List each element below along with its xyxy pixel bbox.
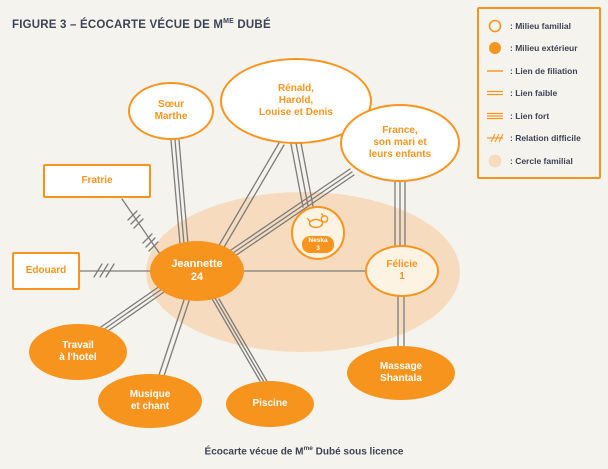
node-label: son mari et <box>373 137 427 148</box>
node-label: Félicie <box>386 259 418 270</box>
node-label: Edouard <box>25 265 67 276</box>
node-label: Fratrie <box>81 175 113 186</box>
node-france-famille: France, son mari et leurs enfants <box>340 104 460 182</box>
weak-link-icon <box>485 88 505 98</box>
legend: : Milieu familial : Milieu extérieur : L… <box>477 7 601 179</box>
node-label: 1 <box>399 271 405 282</box>
node-label: Rénald, <box>277 83 315 94</box>
node-label: Travail <box>62 340 94 351</box>
node-label: Marthe <box>154 111 188 122</box>
node-felicie: Félicie 1 <box>365 245 439 297</box>
figure-title: FIGURE 3 – ÉCOCARTE VÉCUE DE MME DUBÉ <box>12 18 271 31</box>
legend-label: : Cercle familial <box>510 155 573 166</box>
family-circle <box>146 192 460 352</box>
link-jeannette-travail <box>100 285 165 334</box>
legend-item-lien-fort: : Lien fort <box>485 105 593 126</box>
legend-item-lien-faible: : Lien faible <box>485 83 593 104</box>
link-jeannette-fratrie <box>121 198 163 258</box>
figure-caption: Écocarte vécue de Mme Dubé sous licence <box>0 445 608 457</box>
node-label: Harold, <box>278 95 314 106</box>
caption-text: Écocarte vécue de M <box>204 446 304 457</box>
node-label: et chant <box>130 401 170 412</box>
link-jeannette-musique <box>158 299 190 377</box>
figure-title-text: FIGURE 3 – ÉCOCARTE VÉCUE DE M <box>12 18 224 31</box>
figure-title-superscript: ME <box>223 18 235 25</box>
node-label: Louise et Denis <box>259 107 333 118</box>
legend-label: : Lien de filiation <box>510 65 578 76</box>
legend-item-milieu-exterieur: : Milieu extérieur <box>485 38 593 59</box>
node-label: 24 <box>190 271 204 283</box>
node-label: Massage <box>379 361 423 372</box>
node-label: Neska <box>308 237 328 245</box>
legend-label: : Lien fort <box>510 110 550 121</box>
node-label: Musique <box>129 389 171 400</box>
node-travail-hotel: Travail à l'hotel <box>29 324 127 380</box>
link-felicie-massage <box>397 296 405 348</box>
legend-label: : Lien faible <box>510 88 558 98</box>
legend-item-lien-filiation: : Lien de filiation <box>485 60 593 81</box>
difficult-relation-icon <box>485 132 505 144</box>
link-felicie-france <box>394 181 406 247</box>
link-jeannette-france <box>230 168 355 257</box>
dog-icon <box>306 213 330 235</box>
node-label: Shantala <box>380 373 422 384</box>
legend-label: : Relation difficile <box>510 133 581 143</box>
node-massage-shantala: Massage Shantala <box>347 346 455 400</box>
legend-label: : Milieu familial <box>510 20 571 31</box>
node-neska: Neska 3 <box>291 206 345 260</box>
neska-label: Neska 3 <box>302 236 334 254</box>
family-circle-icon <box>485 153 505 169</box>
caption-rest: Dubé sous licence <box>312 446 404 457</box>
node-label: Piscine <box>252 398 288 409</box>
link-jeannette-renald <box>217 142 285 250</box>
figure-title-rest: DUBÉ <box>234 18 271 31</box>
node-label: 3 <box>316 244 320 252</box>
node-label: leurs enfants <box>368 149 432 160</box>
legend-item-cercle-familial: : Cercle familial <box>485 150 593 171</box>
node-label: à l'hotel <box>59 352 97 363</box>
link-jeannette-marthe <box>170 139 189 245</box>
strong-link-icon <box>485 111 505 121</box>
node-label: Jeannette <box>171 257 223 270</box>
filiation-line-icon <box>485 66 505 76</box>
filled-circle-icon <box>485 40 505 56</box>
legend-item-relation-difficile: : Relation difficile <box>485 128 593 149</box>
link-jeannette-piscine <box>210 296 269 384</box>
legend-label: : Milieu extérieur <box>510 43 578 53</box>
node-fratrie: Fratrie <box>43 164 151 198</box>
open-circle-icon <box>485 18 505 34</box>
node-label: Sœur <box>157 99 185 110</box>
caption-superscript: me <box>303 444 313 452</box>
node-renald-harold-louise-denis: Rénald, Harold, Louise et Denis <box>220 58 372 144</box>
node-piscine: Piscine <box>226 381 314 427</box>
node-label: France, <box>382 125 418 136</box>
legend-item-milieu-familial: : Milieu familial <box>485 15 593 36</box>
link-jeannette-edouard <box>79 263 151 278</box>
node-musique-chant: Musique et chant <box>98 374 202 428</box>
node-edouard: Edouard <box>12 252 80 290</box>
node-soeur-marthe: Sœur Marthe <box>128 82 214 140</box>
node-jeannette: Jeannette 24 <box>150 241 244 301</box>
